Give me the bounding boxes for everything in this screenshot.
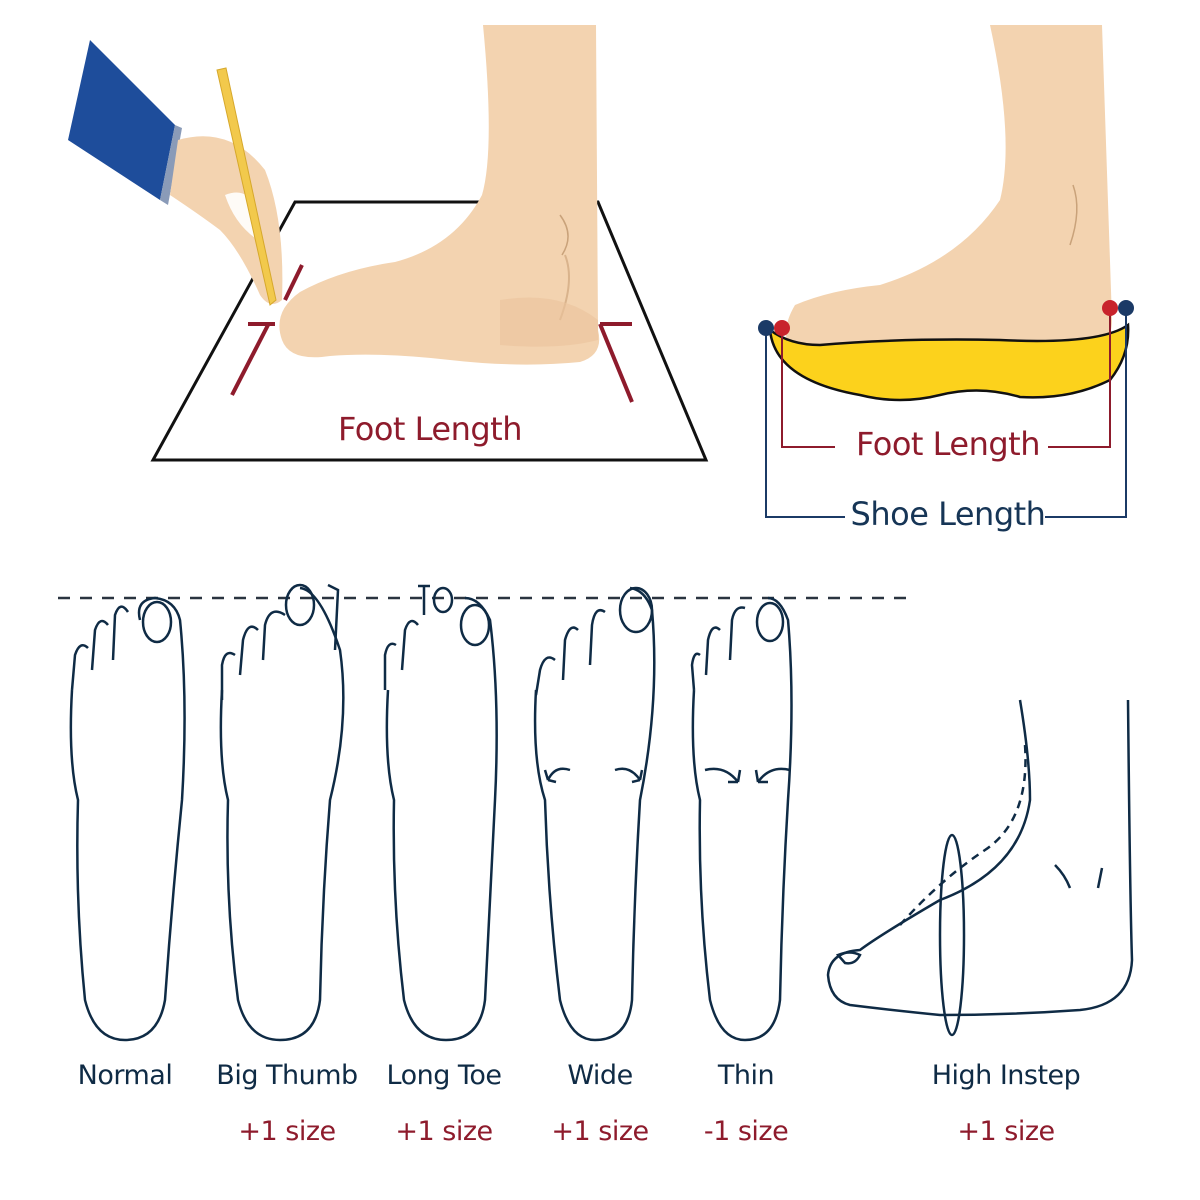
foot-type-name-wide: Wide — [567, 1060, 633, 1091]
foot-type-name-big-thumb: Big Thumb — [216, 1060, 358, 1091]
foot-type-name-high-instep: High Instep — [931, 1060, 1081, 1091]
foot-end-dot — [1102, 300, 1118, 316]
foot-outline-normal — [69, 596, 186, 1042]
measure-paper-illustration — [68, 25, 709, 462]
foot-length-measure-illustration: Foot Length — [0, 0, 740, 480]
foot-start-dot — [774, 320, 790, 336]
sleeve-shape — [68, 40, 175, 200]
foot-types-illustration — [58, 583, 1134, 1042]
foot-type-name-normal: Normal — [77, 1060, 173, 1091]
shoe-start-dot — [758, 320, 774, 336]
foot-type-adjustment-wide: +1 size — [551, 1116, 649, 1147]
foot-length-label: Foot Length — [337, 410, 523, 448]
hand-shape — [170, 136, 283, 304]
shoe-length-label: Shoe Length — [850, 495, 1046, 533]
foot-shape — [279, 25, 600, 365]
pencil-shape — [216, 67, 277, 306]
foot-outline-thin — [690, 596, 793, 1042]
shoe-length-comparison: Foot Length Shoe Length — [740, 0, 1200, 560]
foot-type-name-thin: Thin — [717, 1060, 775, 1091]
foot-type-adjustment-high-instep: +1 size — [957, 1116, 1055, 1147]
foot-outline-long-toe — [383, 584, 498, 1042]
foot-type-adjustment-thin: -1 size — [703, 1116, 789, 1147]
foot-type-adjustment-big-thumb: +1 size — [238, 1116, 336, 1147]
foot-type-name-long-toe: Long Toe — [386, 1060, 502, 1091]
shoe-comparison-illustration — [758, 25, 1134, 518]
foot-types-section: Normal Big Thumb +1 size Long Toe +1 siz… — [0, 560, 1200, 1200]
shoe-end-dot — [1118, 300, 1134, 316]
foot-outline-big-thumb — [219, 583, 345, 1042]
foot-length-label-right: Foot Length — [855, 425, 1041, 463]
foot-outline-wide — [533, 586, 656, 1042]
foot-type-adjustment-long-toe: +1 size — [395, 1116, 493, 1147]
foot-outline-high-instep — [826, 699, 1134, 1037]
